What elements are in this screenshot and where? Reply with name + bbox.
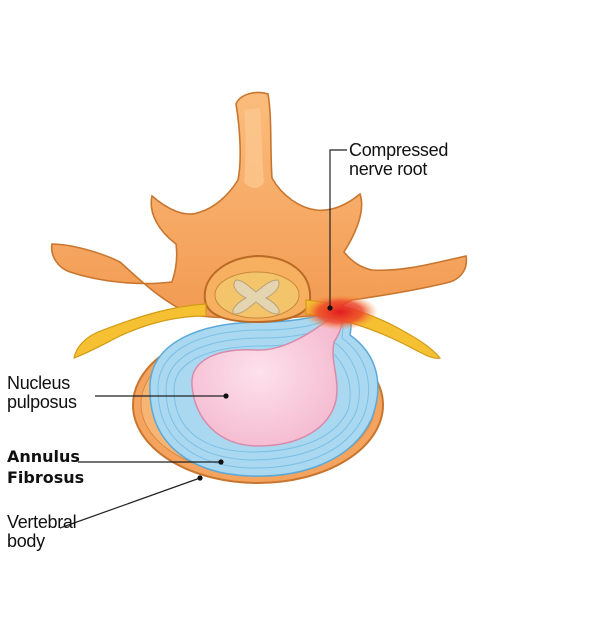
label-vertebral-body: Vertebral body <box>7 512 77 552</box>
label-compressed-nerve-root: Compressed nerve root <box>349 140 449 180</box>
spinous-process <box>244 108 264 188</box>
leader-dot-vertebral-body <box>197 475 203 481</box>
leader-dot-nerve <box>327 305 333 311</box>
nucleus-pulposus <box>191 312 343 447</box>
label-nucleus-pulposus: Nucleus pulposus <box>7 373 77 413</box>
leader-lines <box>59 149 347 529</box>
label-annulus-fibrosus: Annulus Fibrosus <box>7 447 85 487</box>
compression-hotspot <box>302 294 378 330</box>
leader-compressed-nerve-root <box>329 149 347 308</box>
leader-vertebral-body <box>59 477 201 529</box>
leader-dot-nucleus <box>223 393 229 399</box>
spinal-cord-gray-matter <box>232 279 280 315</box>
leader-dot-annulus <box>218 459 224 465</box>
left-nerve-root <box>73 303 207 359</box>
